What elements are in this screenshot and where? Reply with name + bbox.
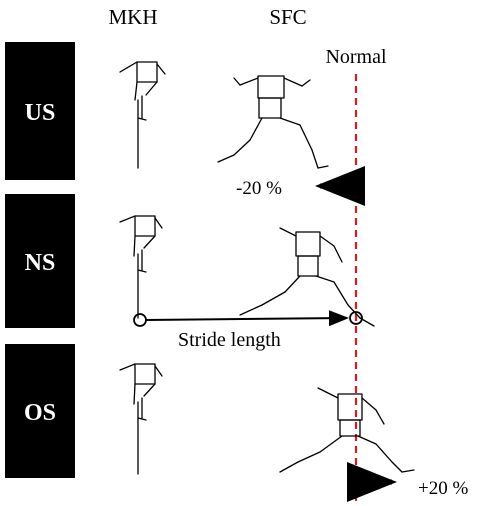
stride-end-marker <box>349 311 363 325</box>
mkh-stick-figure-os <box>119 363 163 475</box>
change-label-os: +20 % <box>418 478 468 499</box>
column-header-mkh: MKH <box>108 5 157 29</box>
stride-length-label: Stride length <box>178 329 281 351</box>
row-label-ns: NS <box>5 194 75 328</box>
mkh-stick-figure-ns <box>119 215 163 319</box>
row-label-us: US <box>5 42 75 180</box>
sfc-stick-figure-ns <box>239 227 375 327</box>
row-label-os: OS <box>5 344 75 478</box>
normal-label: Normal <box>325 46 387 68</box>
stride-length-arrow <box>145 310 349 327</box>
row-label-os-text: OS <box>24 400 56 426</box>
change-label-us: -20 % <box>236 178 282 199</box>
row-label-us-text: US <box>25 100 56 126</box>
stride-start-marker <box>133 313 147 327</box>
column-header-sfc: SFC <box>269 5 306 29</box>
row-label-ns-text: NS <box>25 250 56 276</box>
sfc-stick-figure-us <box>217 75 329 169</box>
mkh-stick-figure-us <box>119 61 166 169</box>
sfc-stick-figure-os <box>279 387 415 473</box>
